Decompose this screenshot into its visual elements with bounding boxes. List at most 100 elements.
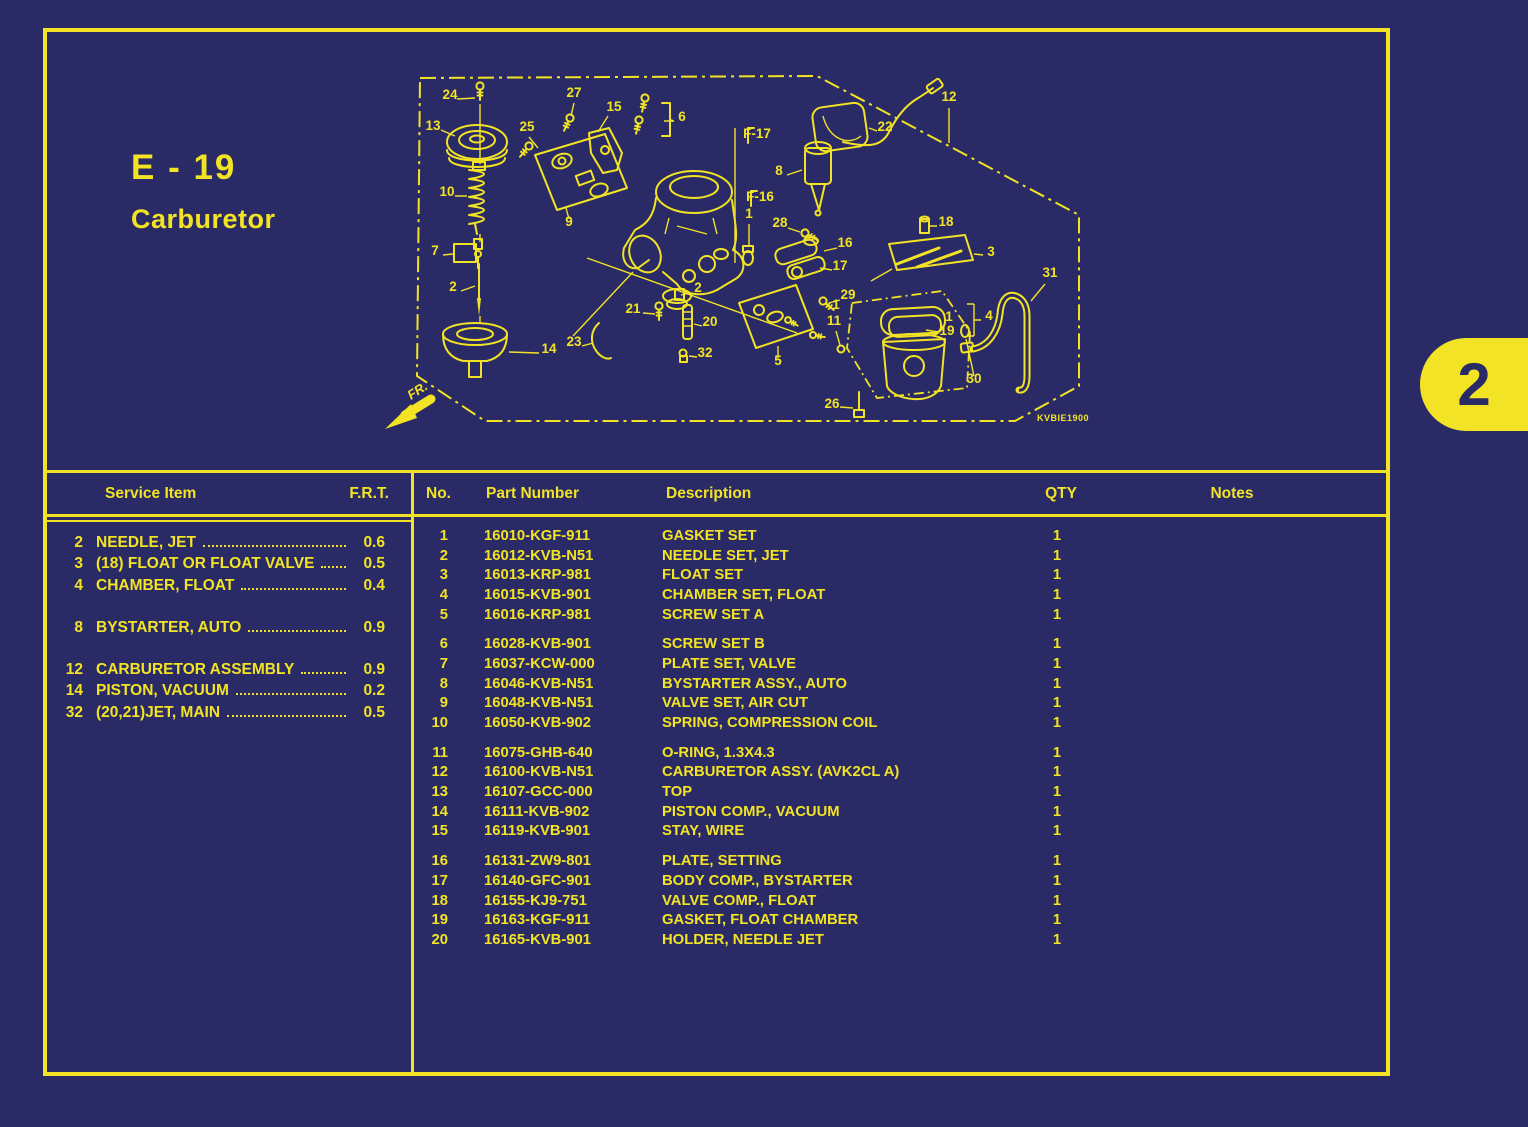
- service-frt-value: 0.4: [363, 576, 385, 594]
- part-description: STAY, WIRE: [662, 823, 745, 840]
- part-number: 16155-KJ9-751: [484, 892, 587, 909]
- parts-row: 6 16028-KVB-901 SCREW SET B 1: [414, 634, 1386, 654]
- parts-row: 11 16075-GHB-640 O-RING, 1.3X4.3 1: [414, 743, 1386, 763]
- service-item-label: (20,21)JET, MAIN: [96, 703, 221, 721]
- diagram-area: E - 19 Carburetor: [47, 32, 1386, 470]
- part-number: 16165-KVB-901: [484, 931, 591, 948]
- part-number: 16012-KVB-N51: [484, 547, 594, 564]
- part-description: GASKET SET: [662, 527, 757, 544]
- diagram-callout: 31: [1042, 265, 1058, 280]
- diagram-callout: 3: [987, 244, 995, 259]
- screws-and-bracket-drawing: [516, 92, 673, 173]
- part-description: TOP: [662, 784, 693, 801]
- diagram-callout: 1: [945, 309, 953, 324]
- diagram-callout: 7: [431, 243, 439, 258]
- part-qty: 1: [1052, 606, 1062, 623]
- part-qty: 1: [1052, 892, 1062, 909]
- parts-row: 12 16100-KVB-N51 CARBURETOR ASSY. (AVK2C…: [414, 763, 1386, 783]
- parts-row: 3 16013-KRP-981 FLOAT SET 1: [414, 565, 1386, 585]
- part-number: 16131-ZW9-801: [484, 853, 591, 870]
- header-rule: [414, 514, 1386, 517]
- service-frt-value: 0.2: [363, 682, 385, 700]
- part-ref-no: 8: [439, 675, 448, 692]
- part-number: 16119-KVB-901: [484, 823, 591, 840]
- dot-leader: [301, 672, 346, 675]
- diagram-callout: 20: [702, 314, 717, 329]
- parts-row: 20 16165-KVB-901 HOLDER, NEEDLE JET 1: [414, 930, 1386, 950]
- part-ref-no: 18: [431, 892, 448, 909]
- diagram-svg: FR. KVBIE1900 24131072142527159612228F-1…: [385, 58, 1089, 429]
- dot-leader: [321, 566, 346, 569]
- part-qty: 1: [1052, 655, 1062, 672]
- parts-table-header: No. Part Number Description QTY Notes: [414, 473, 1386, 514]
- part-qty: 1: [1052, 675, 1062, 692]
- part-description: CHAMBER SET, FLOAT: [662, 586, 826, 603]
- part-qty: 1: [1052, 547, 1062, 564]
- dot-leader: [235, 693, 346, 696]
- part-number: 16037-KCW-000: [484, 655, 595, 672]
- diagram-callout: 26: [824, 396, 840, 411]
- diagram-callout: 8: [775, 163, 783, 178]
- service-row: 8 BYSTARTER, AUTO 0.9: [47, 619, 411, 640]
- service-item-label: PISTON, VACUUM: [96, 682, 229, 700]
- part-qty: 1: [1052, 695, 1062, 712]
- diagram-callout: 32: [697, 345, 712, 360]
- diagram-callout: 30: [966, 371, 981, 386]
- page-index-tab[interactable]: 2: [1420, 338, 1528, 431]
- diagram-callout: 2: [449, 279, 457, 294]
- title-block: E - 19 Carburetor: [131, 148, 276, 235]
- part-description: PISTON COMP., VACUUM: [662, 803, 840, 820]
- part-ref-no: 1: [439, 527, 448, 544]
- service-row: 14 PISTON, VACUUM 0.2: [47, 682, 411, 703]
- air-cut-valve-drawing: [774, 227, 838, 314]
- diagram-callout: 5: [774, 353, 782, 368]
- diagram-callout: 21: [625, 301, 641, 316]
- part-qty: 1: [1052, 872, 1062, 889]
- part-ref-no: 5: [439, 606, 448, 623]
- part-description: CARBURETOR ASSY. (AVK2CL A): [662, 764, 900, 781]
- diagram-callout: 2: [694, 280, 702, 295]
- part-qty: 1: [1052, 567, 1062, 584]
- service-ref-no: 3: [74, 555, 83, 573]
- bystarter-drawing: [805, 78, 943, 215]
- part-number-header: Part Number: [486, 484, 580, 502]
- part-qty: 1: [1052, 803, 1062, 820]
- diagram-callout: 4: [985, 308, 993, 323]
- part-description: VALVE COMP., FLOAT: [662, 892, 817, 909]
- part-number: 16140-GFC-901: [484, 872, 591, 889]
- service-ref-no: 32: [65, 703, 83, 721]
- parts-list-table: No. Part Number Description QTY Notes 1 …: [414, 473, 1386, 1072]
- service-frt-value: 0.6: [363, 534, 385, 551]
- part-number: 16100-KVB-N51: [484, 764, 594, 781]
- service-data-table: Service Item F.R.T. 2 NEEDLE, JET 0.6: [47, 473, 414, 1072]
- description-header: Description: [666, 484, 752, 502]
- parts-row: 9 16048-KVB-N51 VALVE SET, AIR CUT 1: [414, 694, 1386, 714]
- diagram-callout: 24: [442, 87, 458, 102]
- part-description: SPRING, COMPRESSION COIL: [662, 715, 878, 732]
- service-row: 32 (20,21)JET, MAIN 0.5: [47, 704, 411, 725]
- service-frt-value: 0.5: [363, 703, 385, 721]
- part-qty: 1: [1052, 764, 1062, 781]
- part-ref-no: 15: [431, 823, 448, 840]
- parts-row: 16 16131-ZW9-801 PLATE, SETTING 1: [414, 851, 1386, 871]
- diagram-callout: 23: [566, 334, 582, 349]
- service-item-header: Service Item: [105, 484, 197, 502]
- part-number: 16111-KVB-902: [484, 803, 590, 820]
- part-number: 16107-GCC-000: [484, 784, 593, 801]
- diagram-callout: 1: [745, 206, 753, 221]
- screw-set-box-drawing: [739, 285, 813, 348]
- dot-leader: [202, 545, 346, 547]
- section-code: E - 19: [131, 148, 237, 187]
- parts-row: 18 16155-KJ9-751 VALVE COMP., FLOAT 1: [414, 891, 1386, 911]
- service-ref-no: 2: [74, 534, 83, 551]
- part-ref-no: 6: [439, 636, 448, 653]
- part-number: 16015-KVB-901: [484, 586, 591, 603]
- diagram-callout: 19: [939, 323, 954, 338]
- part-ref-no: 19: [431, 912, 448, 929]
- dot-leader: [248, 629, 346, 632]
- diagram-callout: 10: [439, 184, 454, 199]
- part-description: BYSTARTER ASSY., AUTO: [662, 675, 847, 692]
- service-row: 4 CHAMBER, FLOAT 0.4: [47, 577, 411, 598]
- part-description: FLOAT SET: [662, 567, 744, 584]
- diagram-callout: F-17: [743, 126, 771, 141]
